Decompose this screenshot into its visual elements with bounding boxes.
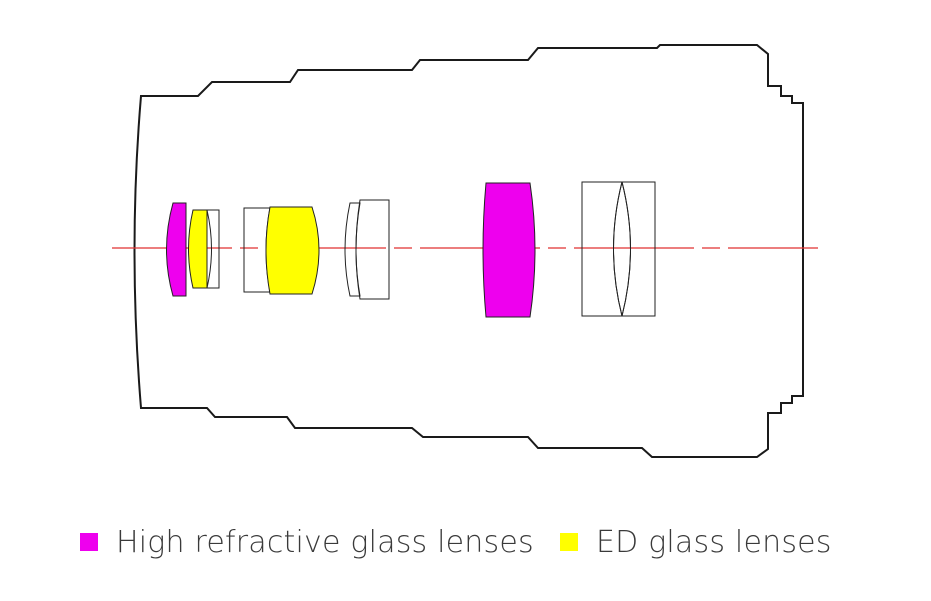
- high-refractive-swatch: [80, 533, 98, 551]
- lens-element-8-high-refractive: [482, 182, 536, 318]
- lens-element-1-high-refractive: [166, 202, 187, 297]
- lens-element-5-ed: [265, 206, 320, 295]
- lens-element-9: [581, 181, 623, 317]
- lens-construction-diagram: [112, 44, 818, 458]
- legend-label-high-refractive: High refractive glass lenses: [116, 524, 534, 560]
- lens-element-2-ed: [188, 209, 208, 289]
- legend-item-high-refractive: High refractive glass lenses: [80, 525, 534, 560]
- legend-label-ed-glass: ED glass lenses: [596, 524, 832, 560]
- lens-element-11: [621, 181, 656, 317]
- lens-barrel-outline: [133, 44, 804, 458]
- lens-element-7: [355, 199, 390, 300]
- lens-element-3: [206, 209, 220, 289]
- ed-glass-swatch: [560, 533, 578, 551]
- lens-element-10: [613, 181, 631, 317]
- legend-item-ed-glass: ED glass lenses: [560, 525, 832, 560]
